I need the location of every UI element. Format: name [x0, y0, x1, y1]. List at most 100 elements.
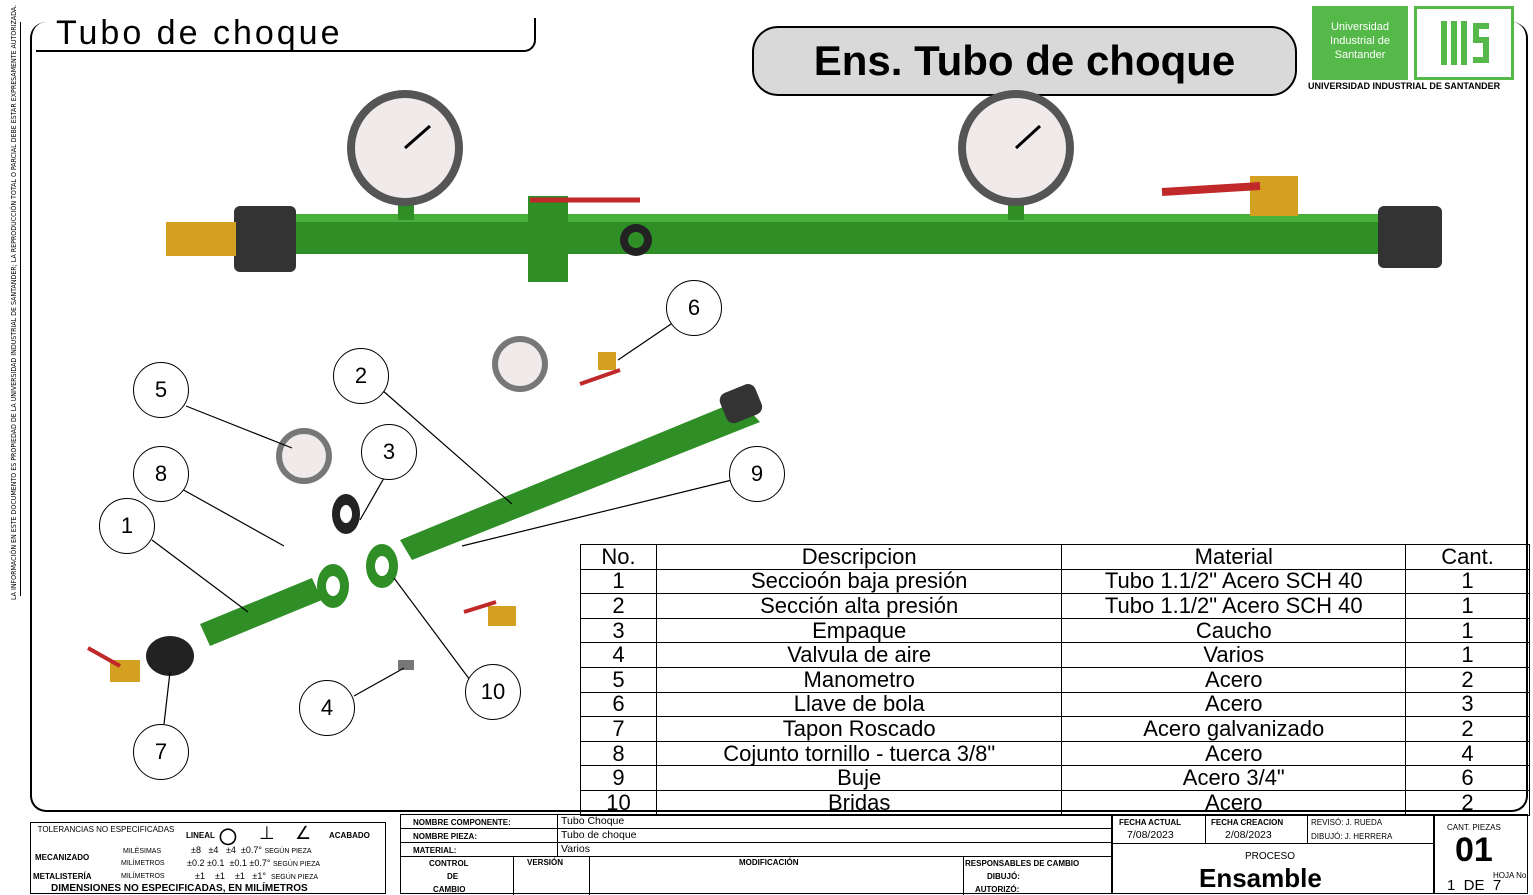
callout-6: 6	[666, 280, 722, 336]
fecha-actual-label: FECHA ACTUAL	[1119, 818, 1182, 827]
bom-cell-material: Caucho	[1061, 617, 1407, 644]
control-label: CONTROL	[429, 859, 469, 868]
tolerance-title: TOLERANCIAS NO ESPECIFICADAS	[37, 825, 175, 834]
callout-3: 3	[361, 424, 417, 480]
component-info-block: NOMBRE COMPONENTE: Tubo Choque NOMBRE PI…	[400, 814, 1113, 895]
dimension-footer: DIMENSIONES NO ESPECIFICADAS, EN MILÍMET…	[51, 883, 308, 894]
hoja-label: HOJA No.	[1493, 871, 1529, 880]
fecha-actual-value: 7/08/2023	[1127, 829, 1174, 841]
bom-cell-descripcion: Manometro	[655, 666, 1063, 693]
callout-5: 5	[133, 362, 189, 418]
bom-cell-descripcion: Llave de bola	[655, 691, 1063, 718]
exploded-parts	[87, 336, 763, 682]
tol-row2: ±0.2 ±0.1 ±0.1 ±0.7° SEGÚN PIEZA	[187, 858, 321, 868]
material-label: MATERIAL:	[413, 846, 457, 855]
bom-cell-cant: 1	[1405, 593, 1530, 619]
leader-lines	[151, 321, 733, 725]
bom-cell-cant: 1	[1405, 642, 1530, 668]
tol-row3: ±1 ±1 ±1 ±1° SEGÚN PIEZA	[195, 871, 319, 881]
bom-cell-no: 5	[580, 666, 657, 693]
bom-cell-cant: 4	[1405, 740, 1530, 767]
responsables-label: RESPONSABLES DE CAMBIO	[965, 859, 1080, 868]
mecanizado-label: MECANIZADO	[35, 853, 90, 862]
bom-cell-material: Acero 3/4"	[1061, 765, 1407, 791]
modificacion-label: MODIFICACIÓN	[739, 858, 799, 867]
callout-4: 4	[299, 680, 355, 736]
logo-caption: UNIVERSIDAD INDUSTRIAL DE SANTANDER	[1308, 81, 1501, 91]
dates-block: FECHA ACTUAL 7/08/2023 FECHA CREACION 2/…	[1112, 814, 1435, 894]
milimetros-label: MILÍMETROS	[121, 860, 165, 867]
bom-cell-no: 4	[580, 642, 657, 668]
callout-7: 7	[133, 724, 189, 780]
cant-piezas-value: 01	[1455, 831, 1493, 869]
nombre-pieza-value: Tubo de choque	[561, 829, 637, 841]
bom-cell-no: 10	[580, 789, 657, 816]
bom-cell-material: Tubo 1.1/2" Acero SCH 40	[1061, 593, 1407, 619]
bom-cell-no: 3	[580, 617, 657, 644]
proceso-value: Ensamble	[1199, 863, 1322, 893]
bom-cell-no: 8	[580, 740, 657, 767]
angularity-icon: ∠	[295, 823, 312, 843]
perpendicularity-icon: ⊥	[259, 823, 275, 843]
metalisteria-label: METALISTERÍA	[33, 872, 92, 881]
bom-cell-material: Acero	[1061, 740, 1407, 767]
bom-cell-material: Varios	[1061, 642, 1407, 668]
assembled-tube	[166, 90, 1442, 282]
part-title: Tubo de choque	[36, 16, 536, 52]
callout-2: 2	[333, 348, 389, 404]
bom-header-cant: Cant.	[1405, 544, 1530, 570]
cant-piezas-label: CANT. PIEZAS	[1447, 823, 1501, 832]
milimetros-label-2: MILÍMETROS	[121, 873, 165, 880]
bom-cell-descripcion: Seccioón baja presión	[655, 568, 1063, 595]
acabado-label: ACABADO	[329, 831, 370, 840]
nombre-pieza-label: NOMBRE PIEZA:	[413, 832, 477, 841]
bom-cell-cant: 3	[1405, 691, 1530, 718]
bom-cell-no: 6	[580, 691, 657, 718]
bom-cell-no: 7	[580, 716, 657, 742]
nombre-componente-label: NOMBRE COMPONENTE:	[413, 818, 511, 827]
de-label: DE	[447, 872, 459, 881]
milesimas-label: MILÉSIMAS	[123, 848, 162, 855]
bom-cell-descripcion: Cojunto tornillo - tuerca 3/8"	[655, 740, 1063, 767]
bom-cell-descripcion: Tapon Roscado	[655, 716, 1063, 742]
bom-cell-cant: 2	[1405, 789, 1530, 816]
bom-cell-material: Tubo 1.1/2" Acero SCH 40	[1061, 568, 1407, 595]
bom-header-descripcion: Descripcion	[655, 544, 1063, 570]
side-divider	[20, 22, 22, 596]
nombre-componente-value: Tubo Choque	[561, 815, 625, 827]
bom-cell-material: Acero galvanizado	[1061, 716, 1407, 742]
bom-cell-descripcion: Empaque	[655, 617, 1063, 644]
callout-8: 8	[133, 446, 189, 502]
callout-9: 9	[729, 446, 785, 502]
bom-cell-cant: 2	[1405, 666, 1530, 693]
bom-header-no: No.	[580, 544, 657, 570]
lineal-label: LINEAL	[186, 831, 215, 840]
uis-logo-icon	[1414, 6, 1514, 80]
bom-cell-material: Acero	[1061, 789, 1407, 816]
version-label: VERSIÓN	[527, 858, 564, 867]
bom-header-material: Material	[1061, 544, 1407, 570]
cambio-label: CAMBIO	[433, 885, 466, 894]
bom-header-row: No. Descripcion Material Cant.	[580, 544, 1530, 570]
autorizo-label: AUTORIZÓ:	[975, 885, 1020, 894]
reviso-label: REVISÓ: J. RUEDA	[1311, 818, 1383, 827]
bom-cell-cant: 6	[1405, 765, 1530, 791]
fecha-creacion-value: 2/08/2023	[1225, 829, 1272, 841]
bill-of-materials: No. Descripcion Material Cant. 1 Seccioón…	[580, 544, 1530, 816]
bom-cell-cant: 1	[1405, 568, 1530, 595]
callout-1: 1	[99, 498, 155, 554]
tolerance-block: TOLERANCIAS NO ESPECIFICADAS LINEAL ◯ ⊥ …	[30, 822, 386, 894]
bom-cell-descripcion: Valvula de aire	[655, 642, 1063, 668]
bom-cell-no: 9	[580, 765, 657, 791]
bom-cell-material: Acero	[1061, 666, 1407, 693]
fecha-creacion-label: FECHA CREACION	[1211, 818, 1284, 827]
assembly-title: Ens. Tubo de choque	[752, 26, 1297, 96]
